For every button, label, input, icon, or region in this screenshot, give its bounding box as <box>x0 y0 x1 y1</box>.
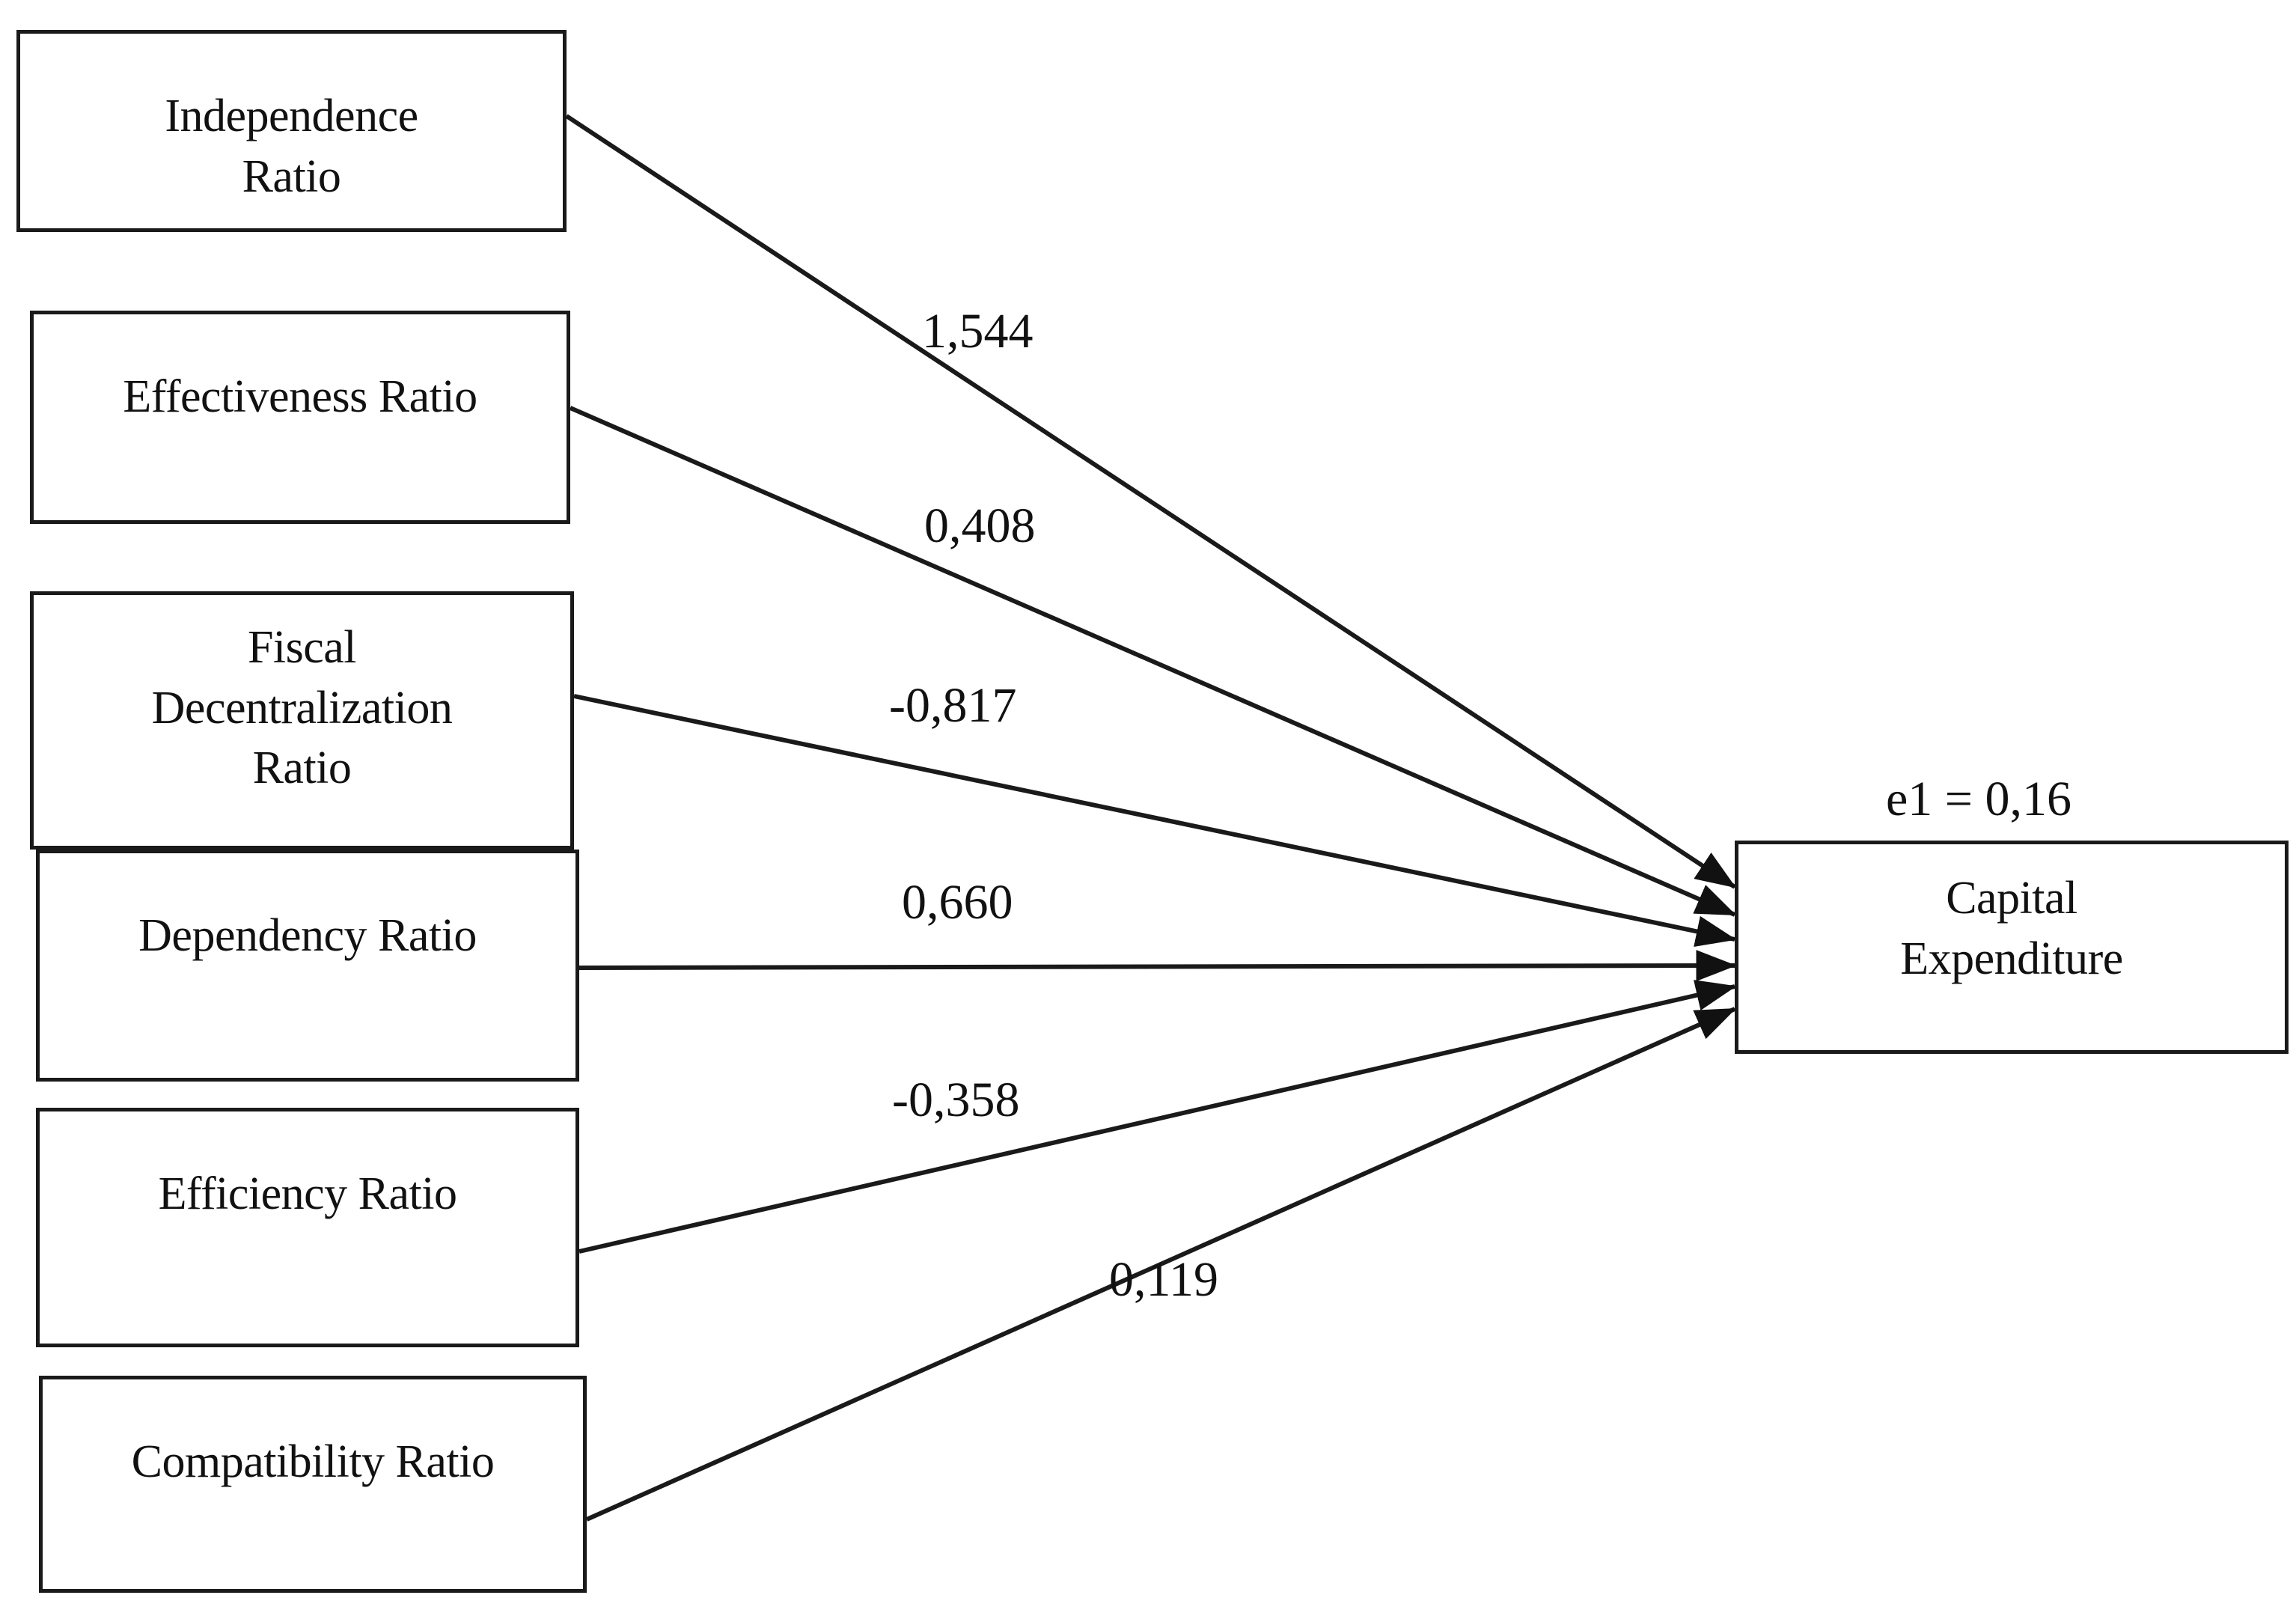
node-label: Effectiveness Ratio <box>123 371 477 422</box>
edge-arrow-fiscal-decentralization-ratio <box>573 694 1737 947</box>
node-label: Efficiency Ratio <box>158 1168 457 1219</box>
edge-arrow-dependency-ratio <box>578 950 1737 982</box>
node-independence-ratio[interactable]: Independence Ratio <box>16 30 567 232</box>
edge-label-fiscal-decentralization-ratio: -0,817 <box>889 678 1017 733</box>
node-label: Fiscal Decentralization Ratio <box>151 622 453 794</box>
edge-label-efficiency-ratio: -0,358 <box>892 1073 1020 1127</box>
node-label: Capital Expenditure <box>1900 873 2123 984</box>
edge-label-independence-ratio: 1,544 <box>922 304 1033 359</box>
edge-arrow-compatibility-ratio <box>585 1007 1737 1522</box>
node-label: Compatibility Ratio <box>131 1436 495 1487</box>
node-label: Dependency Ratio <box>138 910 477 961</box>
edge-arrow-effectiveness-ratio <box>569 406 1737 917</box>
edge-arrow-efficiency-ratio <box>578 980 1737 1254</box>
node-capital-expenditure[interactable]: Capital Expenditure <box>1735 841 2289 1054</box>
node-efficiency-ratio[interactable]: Efficiency Ratio <box>36 1108 579 1347</box>
edge-label-effectiveness-ratio: 0,408 <box>924 498 1036 553</box>
edge-arrow-independence-ratio <box>565 114 1737 889</box>
node-label: Independence Ratio <box>165 91 418 202</box>
node-compatibility-ratio[interactable]: Compatibility Ratio <box>39 1376 587 1593</box>
node-fiscal-decentralization-ratio[interactable]: Fiscal Decentralization Ratio <box>30 591 574 850</box>
edge-label-dependency-ratio: 0,660 <box>902 875 1013 930</box>
node-dependency-ratio[interactable]: Dependency Ratio <box>36 850 579 1082</box>
node-effectiveness-ratio[interactable]: Effectiveness Ratio <box>30 311 570 524</box>
edge-label-compatibility-ratio: 0,119 <box>1109 1252 1219 1307</box>
error-term-label: e1 = 0,16 <box>1886 772 2072 826</box>
